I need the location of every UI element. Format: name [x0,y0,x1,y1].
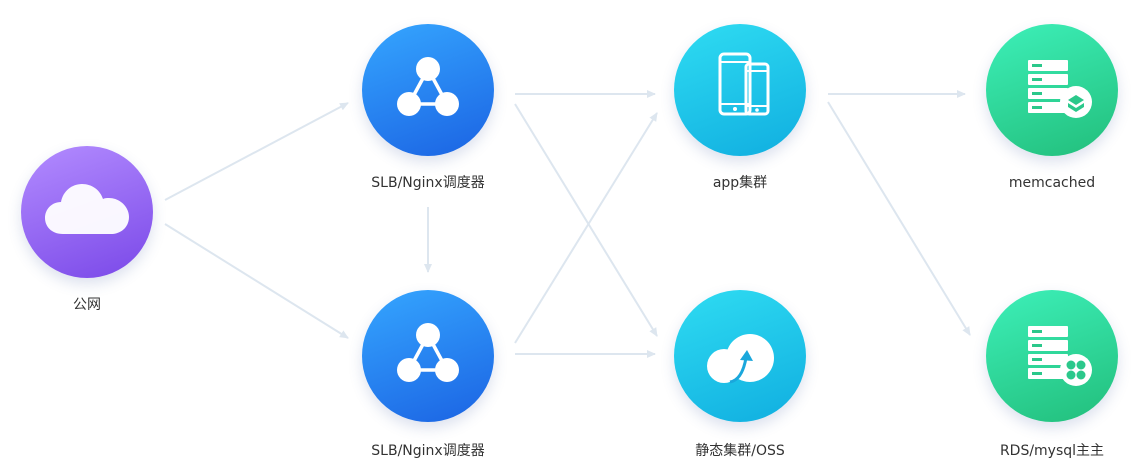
slb-bottom-label: SLB/Nginx调度器 [371,443,485,459]
oss-node[interactable] [674,290,806,422]
mobile-devices-icon [718,52,770,116]
edge-slb-top-oss [514,103,658,337]
internet-node[interactable] [21,146,153,278]
edge-slb-bottom-app [514,112,658,344]
cloud-icon [45,184,129,234]
app-cluster-label: app集群 [712,175,768,191]
rds-label: RDS/mysql主主 [999,443,1105,459]
memcached-node[interactable] [986,24,1118,156]
slb-top-label: SLB/Nginx调度器 [371,175,485,191]
edge-internet-slb-bottom [164,223,349,339]
network-nodes-icon [397,323,459,382]
edge-internet-slb-top [164,102,349,201]
slb-top-node[interactable] [362,24,494,156]
internet-label: 公网 [73,297,101,313]
network-nodes-icon [397,57,459,116]
rds-node[interactable] [986,290,1118,422]
memcached-label: memcached [1008,175,1096,191]
edge-app-rds [827,101,971,336]
app-cluster-node[interactable] [674,24,806,156]
database-server-icon [1028,326,1092,386]
server-stack-icon [1028,60,1092,118]
slb-bottom-node[interactable] [362,290,494,422]
cloud-upload-icon [707,334,774,384]
oss-label: 静态集群/OSS [695,443,785,459]
